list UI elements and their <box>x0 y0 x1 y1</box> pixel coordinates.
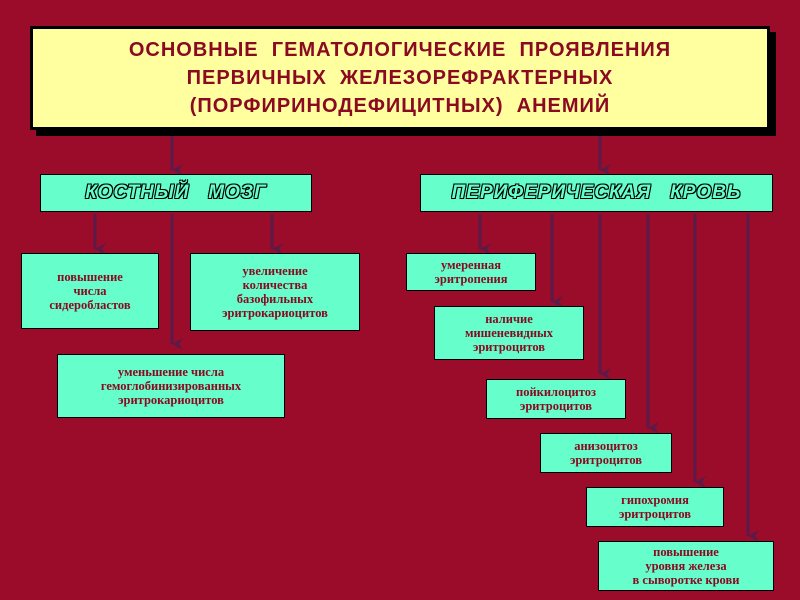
peripheral-blood-header: ПЕРИФЕРИЧЕСКАЯ КРОВЬ <box>420 174 773 212</box>
title-line-2: ПЕРВИЧНЫХ ЖЕЛЕЗОРЕФРАКТЕРНЫХ <box>186 67 614 89</box>
title-line-3: (ПОРФИРИНОДЕФИЦИТНЫХ) АНЕМИЙ <box>189 95 611 117</box>
bm-item-sideroblasts: повышение числа сидеробластов <box>21 253 159 329</box>
pb-item-poikilocytosis: пойкилоцитоз эритроцитов <box>486 379 626 419</box>
pb-item-anisocytosis: анизоцитоз эритроцитов <box>540 433 672 473</box>
diagram-title: ОСНОВНЫЕ ГЕМАТОЛОГИЧЕСКИЕ ПРОЯВЛЕНИЯ ПЕР… <box>30 26 770 130</box>
pb-item-hypochromia: гипохромия эритроцитов <box>586 487 724 527</box>
title-line-1: ОСНОВНЫЕ ГЕМАТОЛОГИЧЕСКИЕ ПРОЯВЛЕНИЯ <box>128 39 672 61</box>
bm-item-basophilic: увеличение количества базофильных эритро… <box>190 253 360 331</box>
bone-marrow-header: КОСТНЫЙ МОЗГ <box>40 174 312 212</box>
pb-item-target-cells: наличие мишеневидных эритроцитов <box>434 306 584 360</box>
bm-item-reduced-count: уменьшение числа гемоглобинизированных э… <box>57 354 285 418</box>
pb-item-serum-iron: повышение уровня железа в сыворотке кров… <box>598 541 774 591</box>
pb-item-erythropenia: умеренная эритропения <box>406 253 536 291</box>
